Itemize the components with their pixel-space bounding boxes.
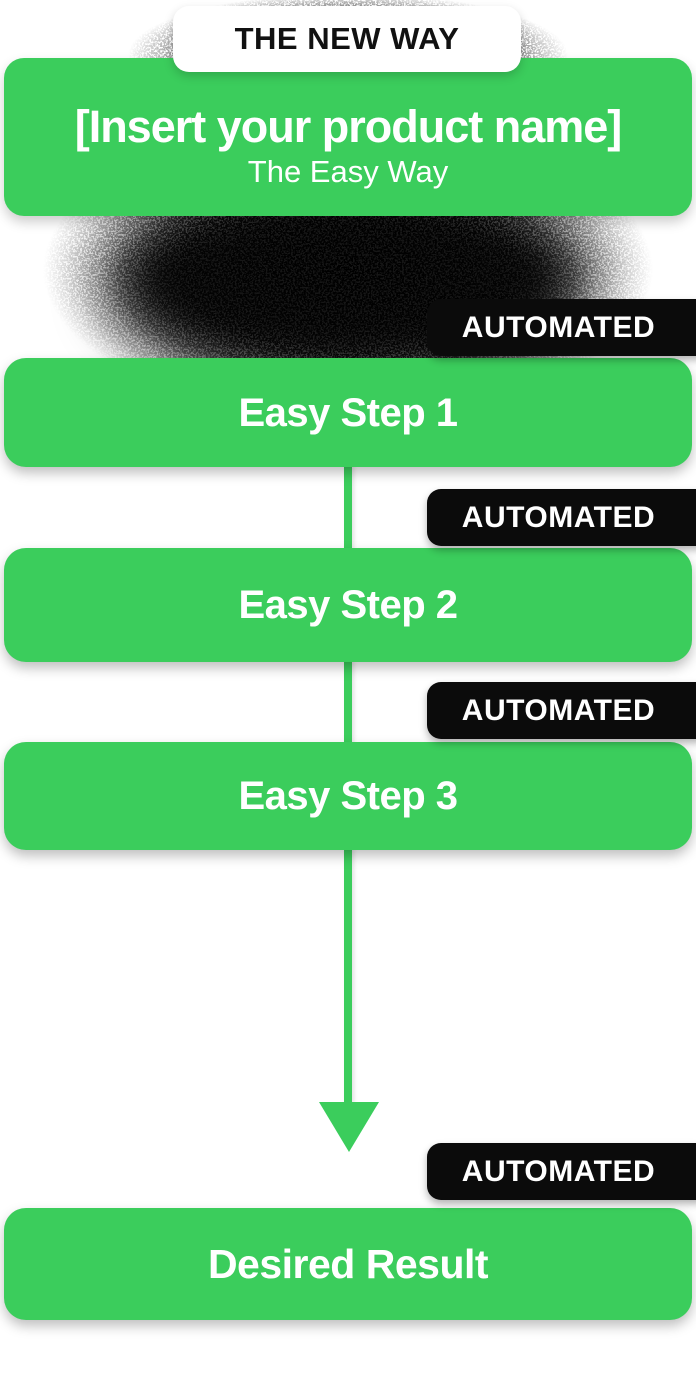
step-bar-1: Easy Step 1	[4, 358, 692, 467]
new-way-pill: THE NEW WAY	[173, 6, 521, 72]
automated-label: AUTOMATED	[461, 693, 656, 727]
connector-line-1	[344, 464, 352, 552]
automated-badge-1: AUTOMATED	[427, 299, 696, 356]
step-bar-2: Easy Step 2	[4, 548, 692, 662]
step-label: Easy Step 3	[238, 774, 458, 818]
new-way-label: THE NEW WAY	[234, 21, 460, 56]
step-label: Easy Step 2	[238, 583, 458, 627]
result-label: Desired Result	[207, 1240, 489, 1287]
automated-badge-2: AUTOMATED	[427, 489, 696, 546]
automated-label: AUTOMATED	[461, 310, 656, 344]
automated-label: AUTOMATED	[461, 500, 656, 534]
automated-label: AUTOMATED	[461, 1154, 656, 1188]
product-subtitle: The Easy Way	[247, 153, 449, 189]
product-header-panel: [Insert your product name] The Easy Way	[4, 58, 692, 216]
result-bar: Desired Result	[4, 1208, 692, 1320]
step-bar-3: Easy Step 3	[4, 742, 692, 850]
connector-line-3	[344, 847, 352, 1104]
step-label: Easy Step 1	[238, 390, 458, 435]
automated-badge-4: AUTOMATED	[427, 1143, 696, 1200]
product-title: [Insert your product name]	[74, 100, 623, 152]
automated-badge-3: AUTOMATED	[427, 682, 696, 739]
arrow-down-icon	[319, 1102, 379, 1152]
connector-line-2	[344, 660, 352, 746]
